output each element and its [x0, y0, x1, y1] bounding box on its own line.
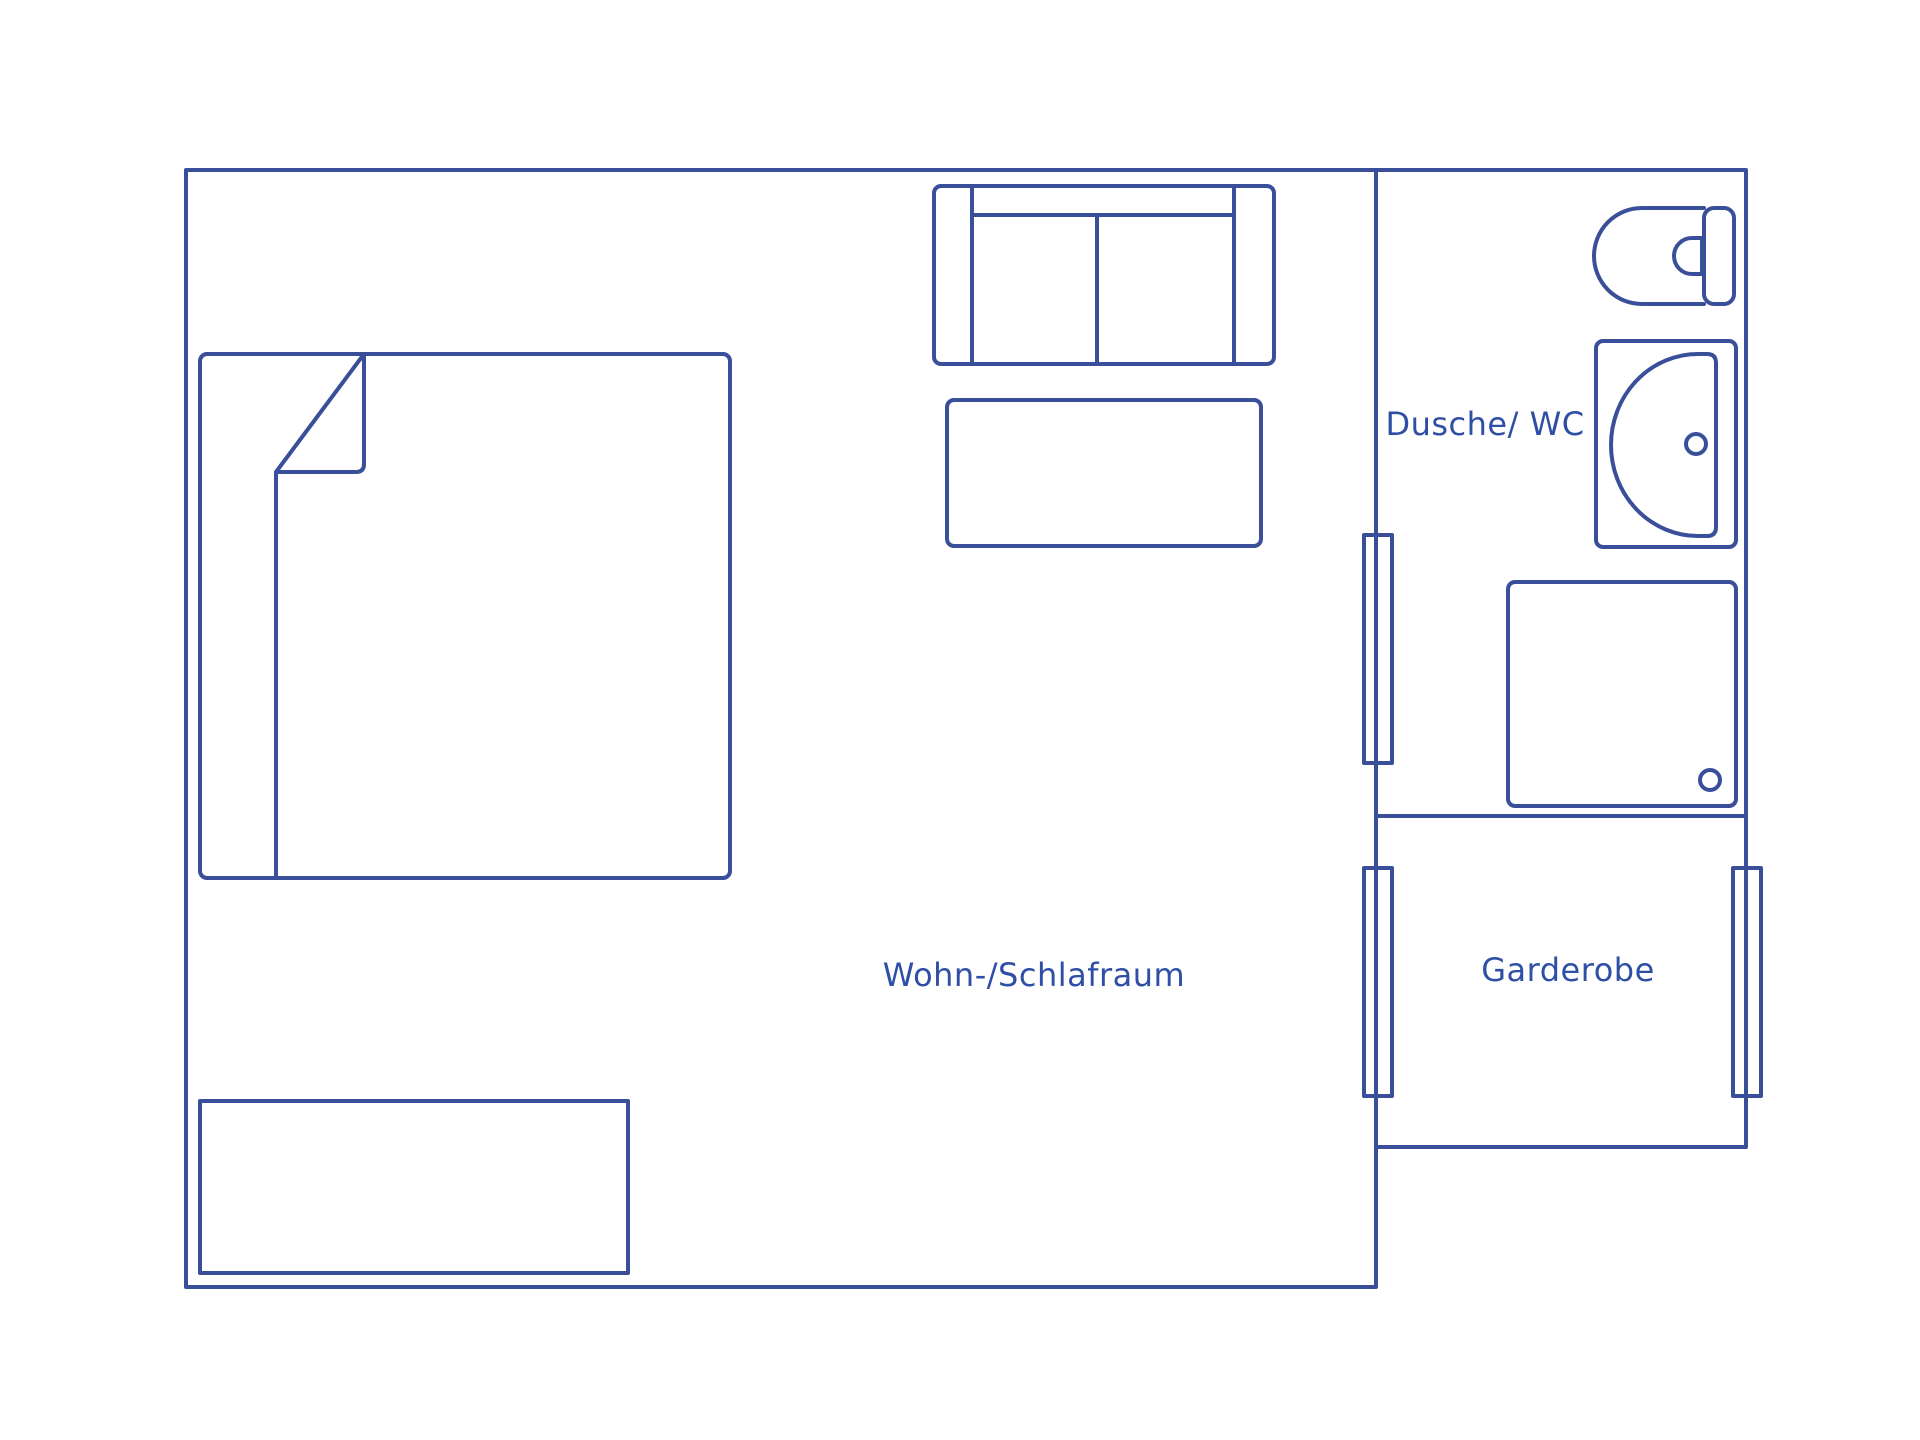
door-icon	[1362, 866, 1394, 1098]
toilet-bowl	[1592, 206, 1706, 306]
coffee-table-icon	[945, 398, 1263, 548]
wardrobe-walls	[1374, 814, 1748, 1149]
shower-drain	[1698, 768, 1722, 792]
walls	[184, 168, 1748, 1289]
sofa-frame	[932, 184, 1276, 366]
toilet-icon	[1592, 206, 1736, 306]
shower-tray-icon	[1506, 580, 1738, 808]
sideboard-icon	[198, 1099, 630, 1275]
door-icon	[1362, 533, 1394, 765]
room-label-wardrobe: Garderobe	[1481, 951, 1655, 989]
toilet-seat	[1672, 236, 1704, 276]
washbasin-counter	[1594, 339, 1738, 549]
room-label-living: Wohn-/Schlafraum	[883, 956, 1185, 994]
washbasin-drain	[1684, 432, 1708, 456]
toilet-tank	[1702, 206, 1736, 306]
bed-blanket	[274, 352, 366, 880]
sofa-icon	[932, 184, 1276, 366]
room-label-bathroom: Dusche/ WC	[1385, 405, 1584, 443]
shower-tray	[1506, 580, 1738, 808]
bed-icon	[198, 352, 732, 880]
bed-frame	[198, 352, 732, 880]
washbasin-bowl	[1609, 352, 1718, 538]
door-icon	[1731, 866, 1763, 1098]
washbasin-icon	[1594, 339, 1738, 549]
bed-blanket-fold	[274, 352, 366, 474]
living-room-walls	[184, 168, 1378, 1289]
bathroom-walls	[1374, 168, 1748, 818]
